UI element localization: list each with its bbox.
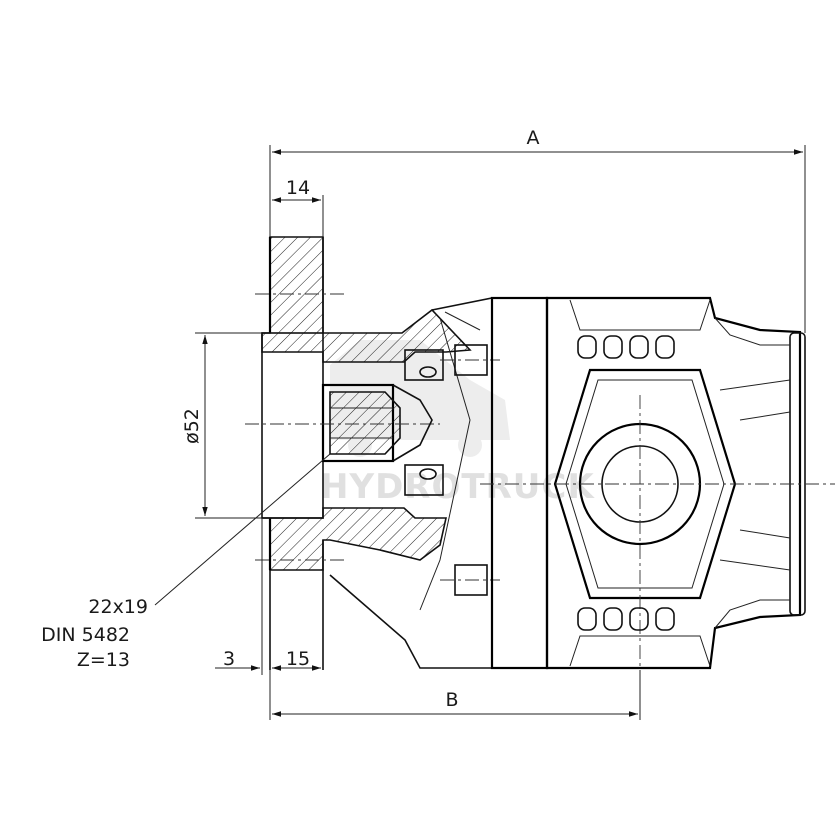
transition-housing: [329, 297, 500, 669]
spec-line-2: DIN 5482: [41, 624, 130, 646]
mounting-flange: [255, 236, 472, 670]
watermark-text: HYDROTRUCK: [320, 467, 595, 507]
port-boss-lower: [454, 564, 488, 596]
upper-cooling-slots: [577, 335, 675, 359]
pump-body: [480, 296, 835, 715]
splined-shaft: [245, 349, 444, 496]
flange-upper-section: [261, 236, 472, 363]
pilot-spigot: [261, 332, 324, 519]
dimension-A: A: [269, 127, 806, 333]
dim-label-15: 15: [286, 648, 310, 670]
dim-label-3: 3: [223, 648, 235, 670]
seal-lower: [404, 464, 444, 496]
dim-label-B: B: [445, 689, 458, 711]
shaft-spec-callout: 22x19 DIN 5482 Z=13: [41, 453, 331, 671]
spec-line-1: 22x19: [88, 596, 148, 618]
flange-lower-section: [262, 507, 447, 571]
lower-cooling-slots: [577, 607, 675, 631]
seal-upper: [404, 349, 444, 381]
shaft-section: [329, 391, 401, 455]
dim-label-A: A: [527, 127, 540, 149]
dimension-B: B: [269, 670, 641, 720]
dimension-14: 14: [272, 177, 324, 237]
port-boss-upper: [454, 344, 488, 376]
spec-line-3: Z=13: [77, 649, 130, 671]
dimension-3-and-15: 3 15: [215, 518, 321, 675]
dim-label-diameter: ø52: [181, 408, 203, 444]
dim-label-14: 14: [286, 177, 310, 199]
leader-line: [154, 453, 331, 606]
dimension-pilot-diameter: ø52: [181, 332, 262, 519]
rear-cap: [789, 332, 806, 616]
